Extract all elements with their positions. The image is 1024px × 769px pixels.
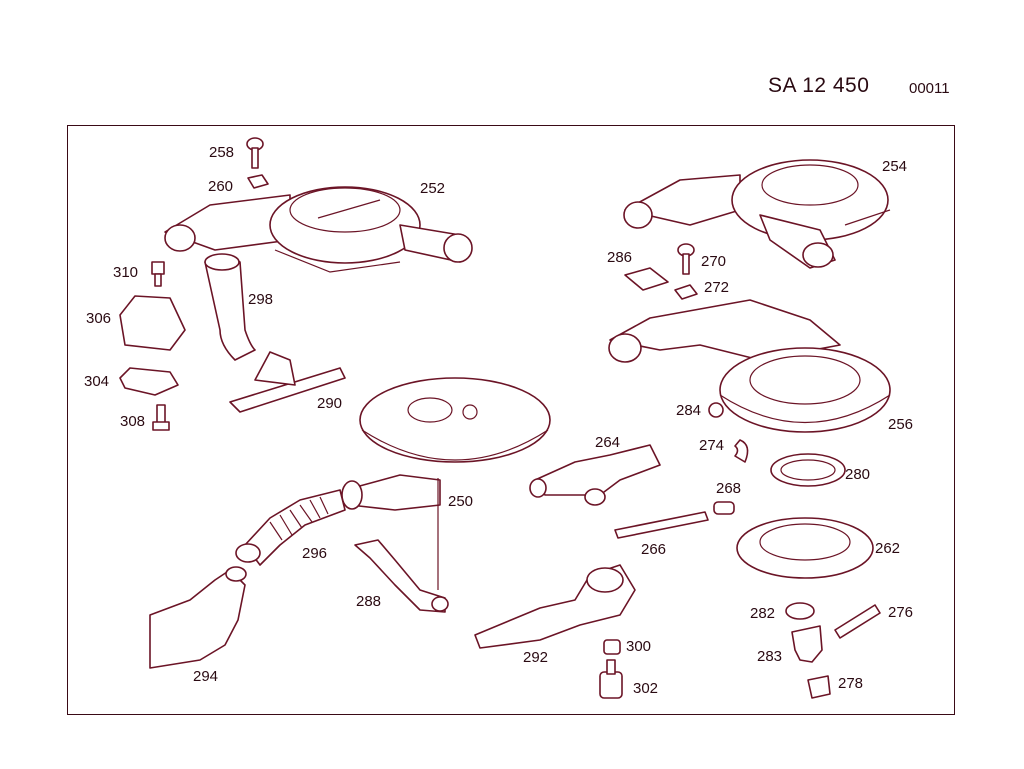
part-260-nut — [247, 174, 269, 189]
label-292: 292 — [523, 649, 548, 666]
part-250-air-cleaner — [341, 377, 551, 590]
label-276: 276 — [888, 604, 913, 621]
label-260: 260 — [208, 178, 233, 195]
label-296: 296 — [302, 545, 327, 562]
part-288-tube — [354, 539, 449, 613]
part-282-o-ring — [785, 602, 815, 620]
diagram-header: SA 12 450 00011 — [0, 0, 1024, 110]
label-264: 264 — [595, 434, 620, 451]
part-310-bolt — [151, 261, 165, 287]
part-272-nut — [674, 284, 698, 300]
part-296-corrugated-hose — [235, 489, 346, 566]
label-262: 262 — [875, 540, 900, 557]
label-298: 298 — [248, 291, 273, 308]
label-278: 278 — [838, 675, 863, 692]
part-284-washer — [708, 402, 724, 418]
part-258-screw — [246, 137, 264, 169]
diagram-frame — [67, 125, 955, 715]
label-300: 300 — [626, 638, 651, 655]
part-276-tube — [834, 604, 881, 639]
part-304-clip — [119, 367, 179, 396]
part-256-filter-housing — [608, 299, 891, 433]
part-268-sleeve — [713, 501, 735, 515]
part-280-ring — [770, 453, 846, 487]
label-256: 256 — [888, 416, 913, 433]
part-294-duct — [149, 566, 247, 669]
label-283: 283 — [757, 648, 782, 665]
part-252-air-cleaner — [164, 186, 473, 273]
part-290-bracket — [229, 351, 346, 413]
part-283-housing — [791, 625, 823, 663]
part-270-bolt — [677, 243, 695, 275]
label-274: 274 — [699, 437, 724, 454]
label-282: 282 — [750, 605, 775, 622]
label-302: 302 — [633, 680, 658, 697]
label-258: 258 — [209, 144, 234, 161]
label-270: 270 — [701, 253, 726, 270]
part-278-grommet — [807, 675, 831, 699]
label-284: 284 — [676, 402, 701, 419]
label-266: 266 — [641, 541, 666, 558]
part-254-air-cleaner — [623, 159, 891, 269]
label-294: 294 — [193, 668, 218, 685]
label-280: 280 — [845, 466, 870, 483]
part-302-valve — [599, 659, 623, 699]
part-266-rod — [614, 511, 709, 539]
part-300-nut — [603, 639, 621, 655]
part-308-bolt — [152, 404, 170, 431]
part-264-elbow — [529, 444, 661, 506]
label-290: 290 — [317, 395, 342, 412]
label-286: 286 — [607, 249, 632, 266]
label-252: 252 — [420, 180, 445, 197]
part-274-clip — [734, 439, 749, 463]
part-262-seal-ring — [736, 517, 874, 579]
label-254: 254 — [882, 158, 907, 175]
part-298-hose — [204, 253, 256, 361]
label-250: 250 — [448, 493, 473, 510]
part-286-plate — [624, 267, 669, 291]
label-272: 272 — [704, 279, 729, 296]
label-306: 306 — [86, 310, 111, 327]
label-304: 304 — [84, 373, 109, 390]
part-306-cover — [119, 295, 186, 351]
label-308: 308 — [120, 413, 145, 430]
drawing-code: SA 12 450 — [768, 74, 870, 97]
label-288: 288 — [356, 593, 381, 610]
part-292-duct — [474, 564, 636, 649]
drawing-subcode: 00011 — [909, 80, 950, 97]
label-268: 268 — [716, 480, 741, 497]
label-310: 310 — [113, 264, 138, 281]
